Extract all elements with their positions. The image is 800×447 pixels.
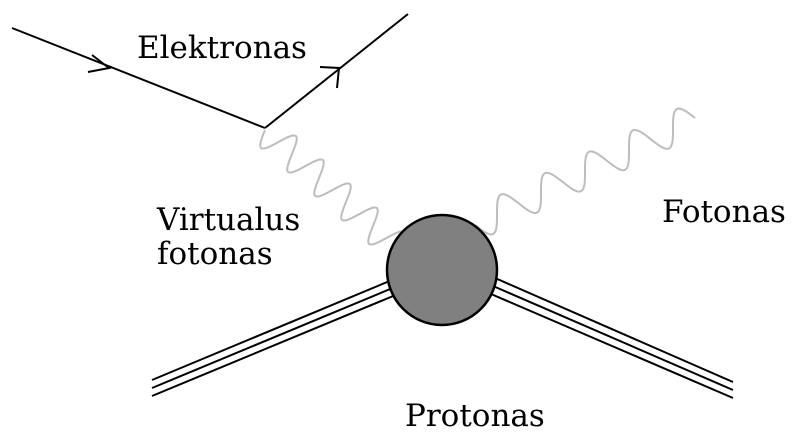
incoming-electron-arrow: [87, 54, 112, 73]
virtual-photon-label-line2: fotonas: [157, 236, 273, 272]
outgoing-electron-line: [264, 13, 409, 129]
virtual-photon-label-line1: Virtualus: [157, 202, 301, 238]
interaction-vertex-blob: [385, 213, 499, 327]
incoming-proton-lines: [151, 279, 399, 397]
virtual-photon-wave: [259, 129, 406, 251]
outgoing-electron-arrow: [319, 66, 341, 89]
electron-label: Elektronas: [137, 30, 307, 66]
outgoing-proton-lines: [490, 277, 734, 399]
real-photon-wave: [474, 107, 696, 236]
incoming-electron-line: [11, 27, 266, 129]
photon-label: Fotonas: [662, 194, 786, 230]
proton-label: Protonas: [405, 398, 545, 434]
